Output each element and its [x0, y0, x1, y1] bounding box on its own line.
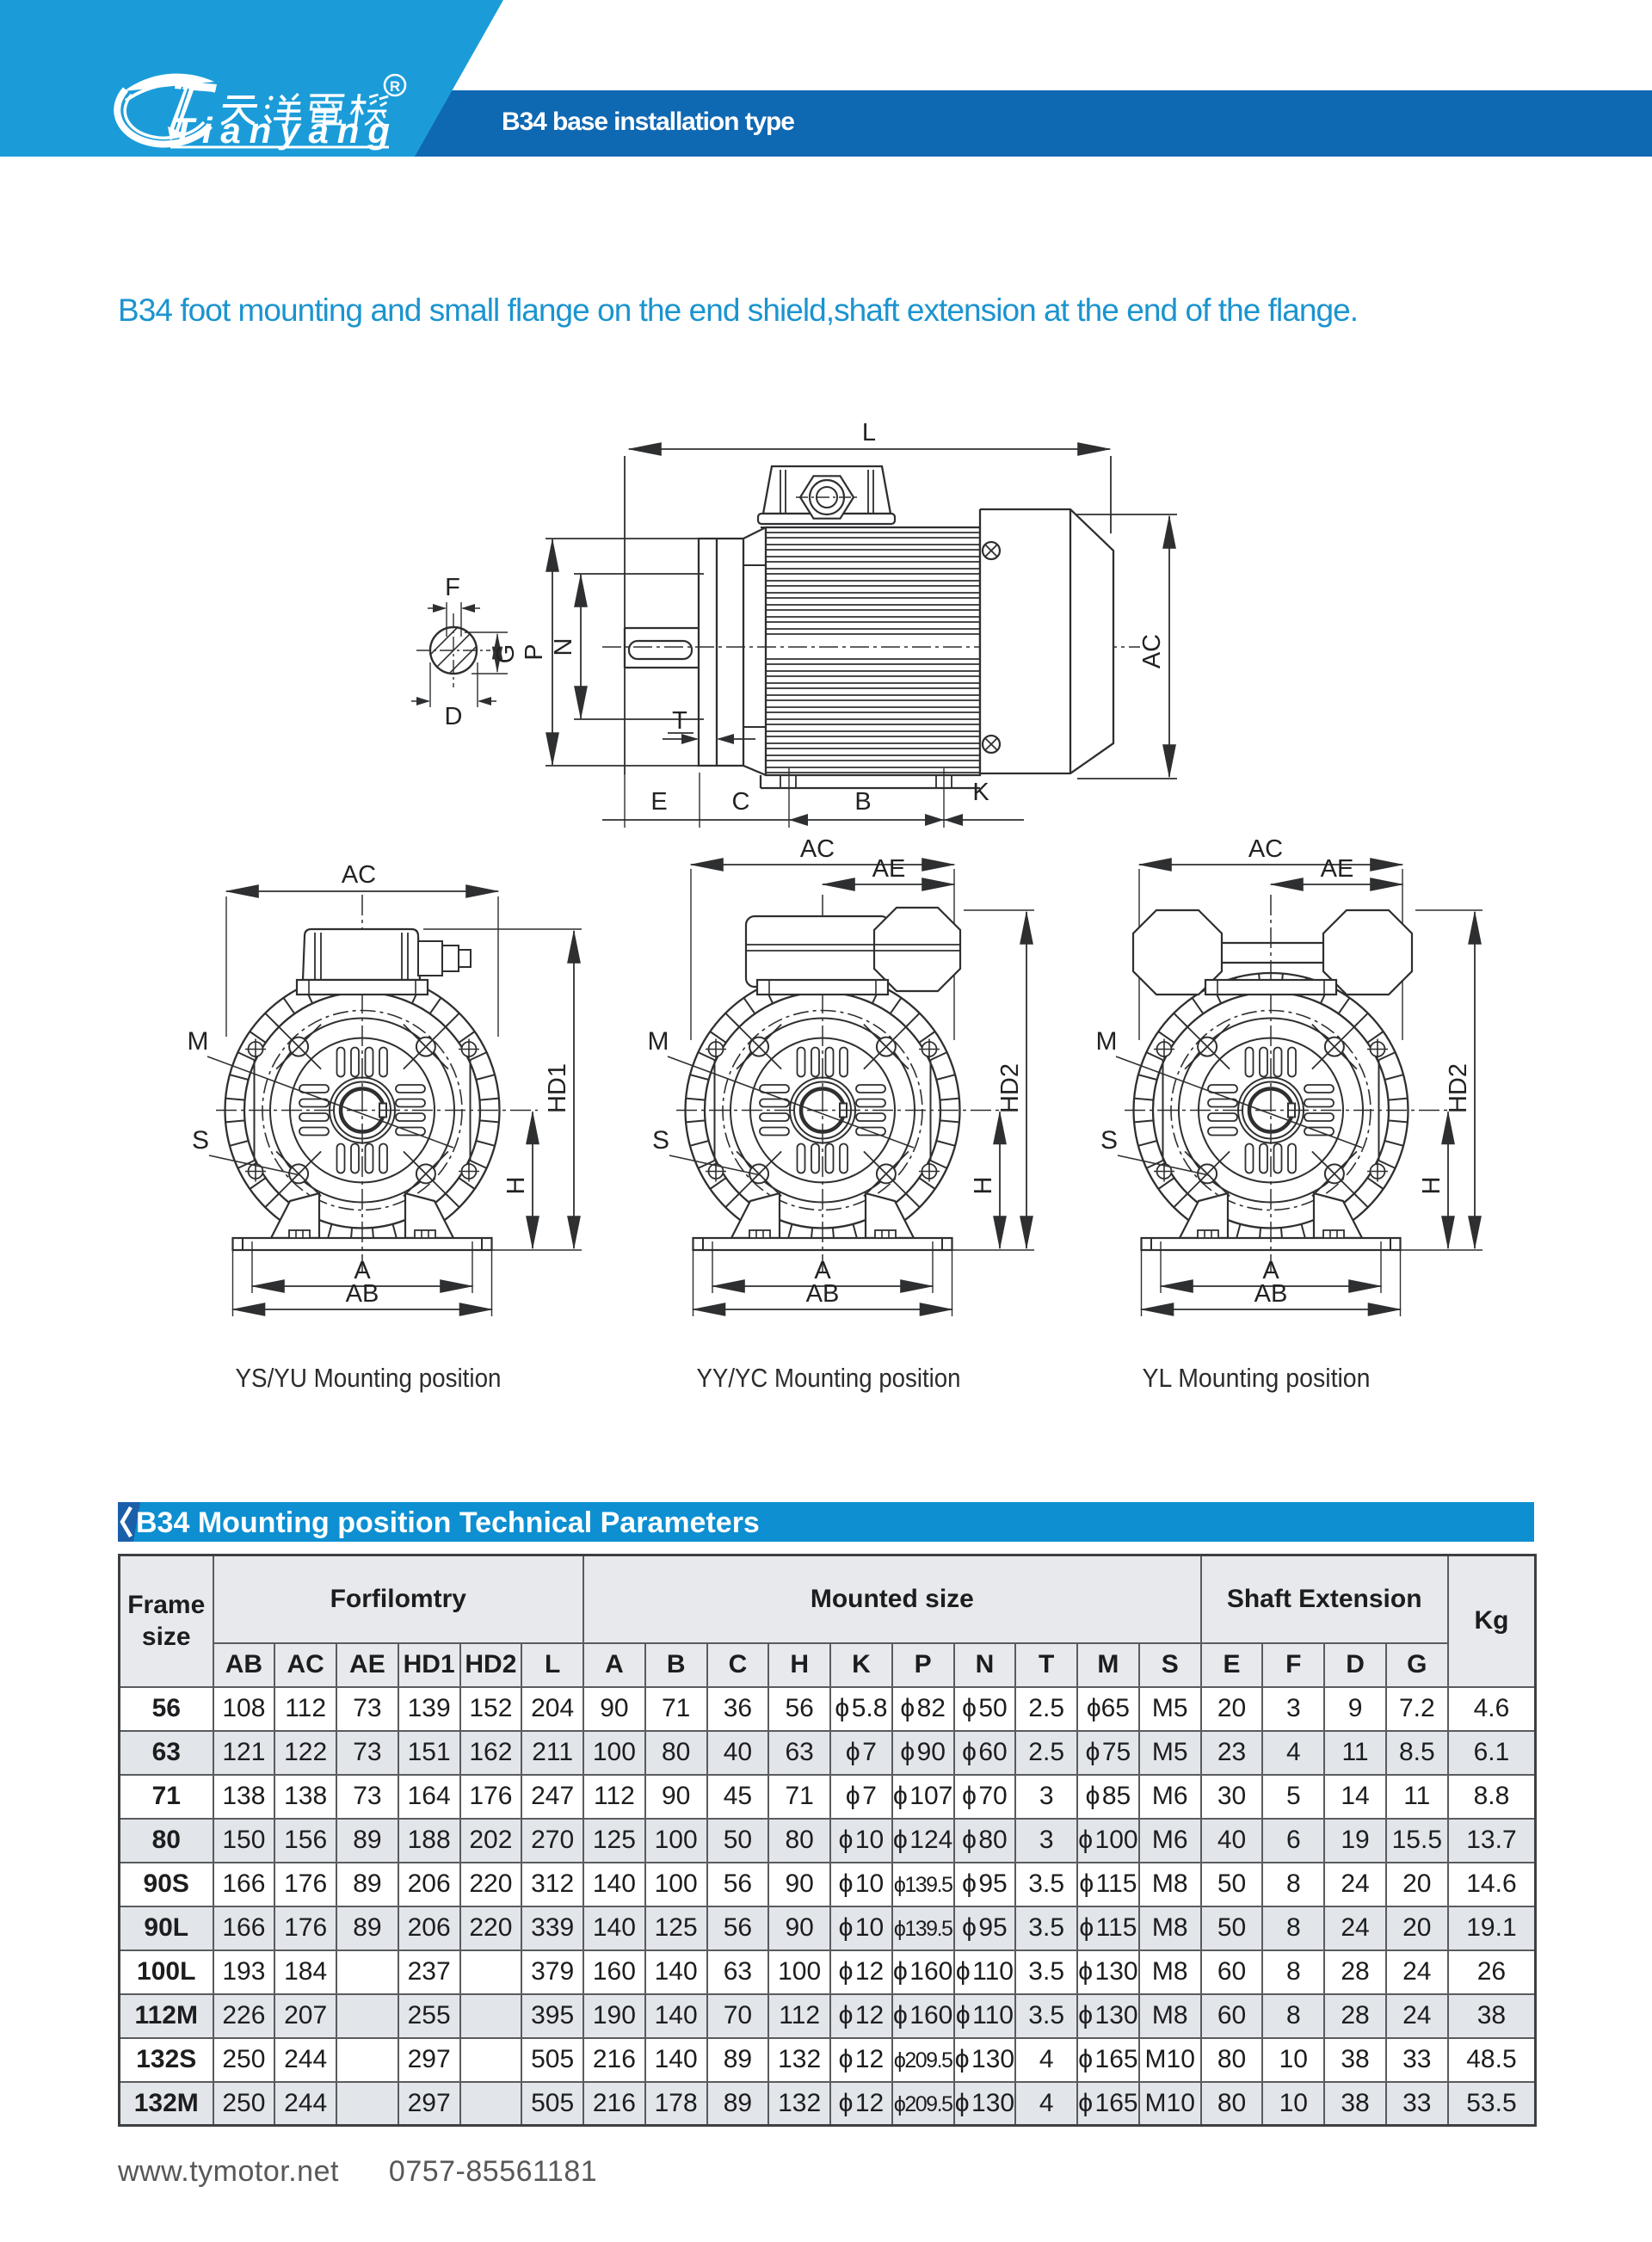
svg-text:AC: AC: [1248, 835, 1283, 863]
svg-text:B: B: [854, 788, 871, 816]
svg-text:T: T: [672, 707, 687, 735]
svg-text:AC: AC: [800, 835, 835, 863]
svg-text:AB: AB: [1254, 1280, 1288, 1308]
svg-text:HD2: HD2: [1445, 1063, 1472, 1113]
svg-text:A: A: [814, 1257, 831, 1284]
svg-text:A: A: [354, 1257, 371, 1284]
svg-text:E: E: [650, 788, 667, 816]
svg-text:D: D: [445, 703, 463, 730]
svg-text:Tianyang: Tianyang: [172, 110, 390, 151]
svg-text:YS/YU Mounting position: YS/YU Mounting position: [236, 1363, 502, 1393]
svg-text:AC: AC: [342, 861, 376, 889]
svg-text:YY/YC Mounting position: YY/YC Mounting position: [697, 1363, 961, 1393]
svg-text:K: K: [972, 779, 989, 806]
svg-text:R: R: [390, 78, 400, 95]
svg-text:AB: AB: [806, 1280, 840, 1308]
svg-text:HD2: HD2: [996, 1063, 1024, 1113]
svg-text:YL Mounting position: YL Mounting position: [1143, 1363, 1371, 1393]
svg-text:G: G: [492, 644, 520, 664]
svg-text:H: H: [970, 1177, 997, 1195]
svg-text:F: F: [445, 574, 460, 601]
svg-text:A: A: [1262, 1257, 1279, 1284]
svg-text:S: S: [1100, 1126, 1118, 1155]
svg-text:S: S: [192, 1126, 209, 1155]
svg-text:AB: AB: [346, 1280, 379, 1308]
svg-text:H: H: [502, 1177, 530, 1195]
svg-text:N: N: [550, 638, 577, 656]
svg-text:AE: AE: [872, 855, 906, 883]
svg-text:HD1: HD1: [544, 1063, 571, 1113]
svg-text:H: H: [1418, 1177, 1446, 1195]
svg-text:M: M: [1096, 1027, 1118, 1056]
svg-text:M: M: [648, 1027, 669, 1056]
svg-text:M: M: [188, 1027, 209, 1056]
svg-text:AE: AE: [1321, 855, 1354, 883]
svg-text:AC: AC: [1138, 634, 1166, 668]
svg-text:C: C: [732, 788, 750, 816]
svg-text:S: S: [652, 1126, 669, 1155]
svg-text:P: P: [521, 644, 548, 660]
svg-text:L: L: [862, 419, 876, 447]
